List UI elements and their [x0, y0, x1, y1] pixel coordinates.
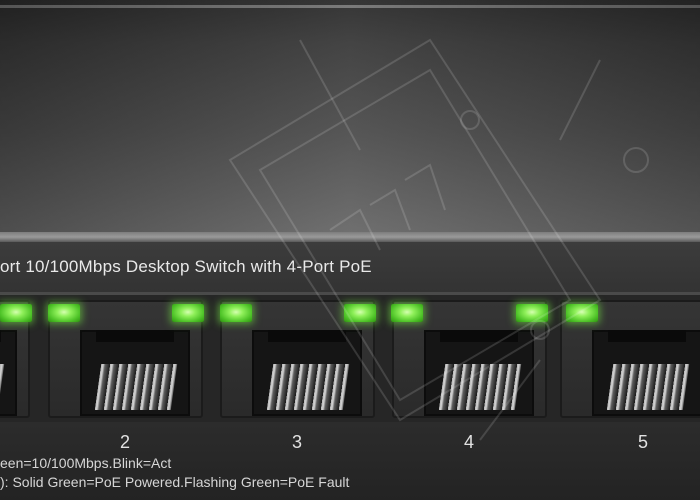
- led-indicator-icon: [344, 304, 376, 322]
- led-indicator-icon: [172, 304, 204, 322]
- led-indicator-icon: [48, 304, 80, 322]
- led-indicator-icon: [516, 304, 548, 322]
- port-pins: [0, 364, 5, 410]
- port-pins: [606, 364, 690, 410]
- chassis-lip: [0, 232, 700, 242]
- led-indicator-icon: [0, 304, 32, 322]
- port-number-label: 5: [638, 432, 649, 452]
- front-label-strip: [0, 242, 700, 292]
- port-pins: [438, 364, 522, 410]
- port-number-label: 4: [464, 432, 475, 452]
- led-indicator-icon: [220, 304, 252, 322]
- led-legend-poe: ): Solid Green=PoE Powered.Flashing Gree…: [0, 474, 350, 490]
- led-indicator-icon: [566, 304, 598, 322]
- port-well: [424, 330, 534, 416]
- led-indicator-icon: [391, 304, 423, 322]
- product-title: ort 10/100Mbps Desktop Switch with 4-Por…: [0, 257, 372, 276]
- port-well: [252, 330, 362, 416]
- port-pins: [266, 364, 350, 410]
- base-strip: [0, 422, 700, 500]
- port-well: [0, 330, 17, 416]
- port-well: [592, 330, 700, 416]
- top-ridge: [0, 5, 700, 8]
- switch-top-cover: [0, 0, 700, 240]
- port-number-label: 3: [292, 432, 303, 452]
- rj45-port-icon: [392, 300, 547, 418]
- port-pins: [94, 364, 178, 410]
- led-legend-speed: een=10/100Mbps.Blink=Act: [0, 455, 172, 471]
- rj45-port-icon: [220, 300, 375, 418]
- port-number-label: 2: [120, 432, 131, 452]
- port-well: [80, 330, 190, 416]
